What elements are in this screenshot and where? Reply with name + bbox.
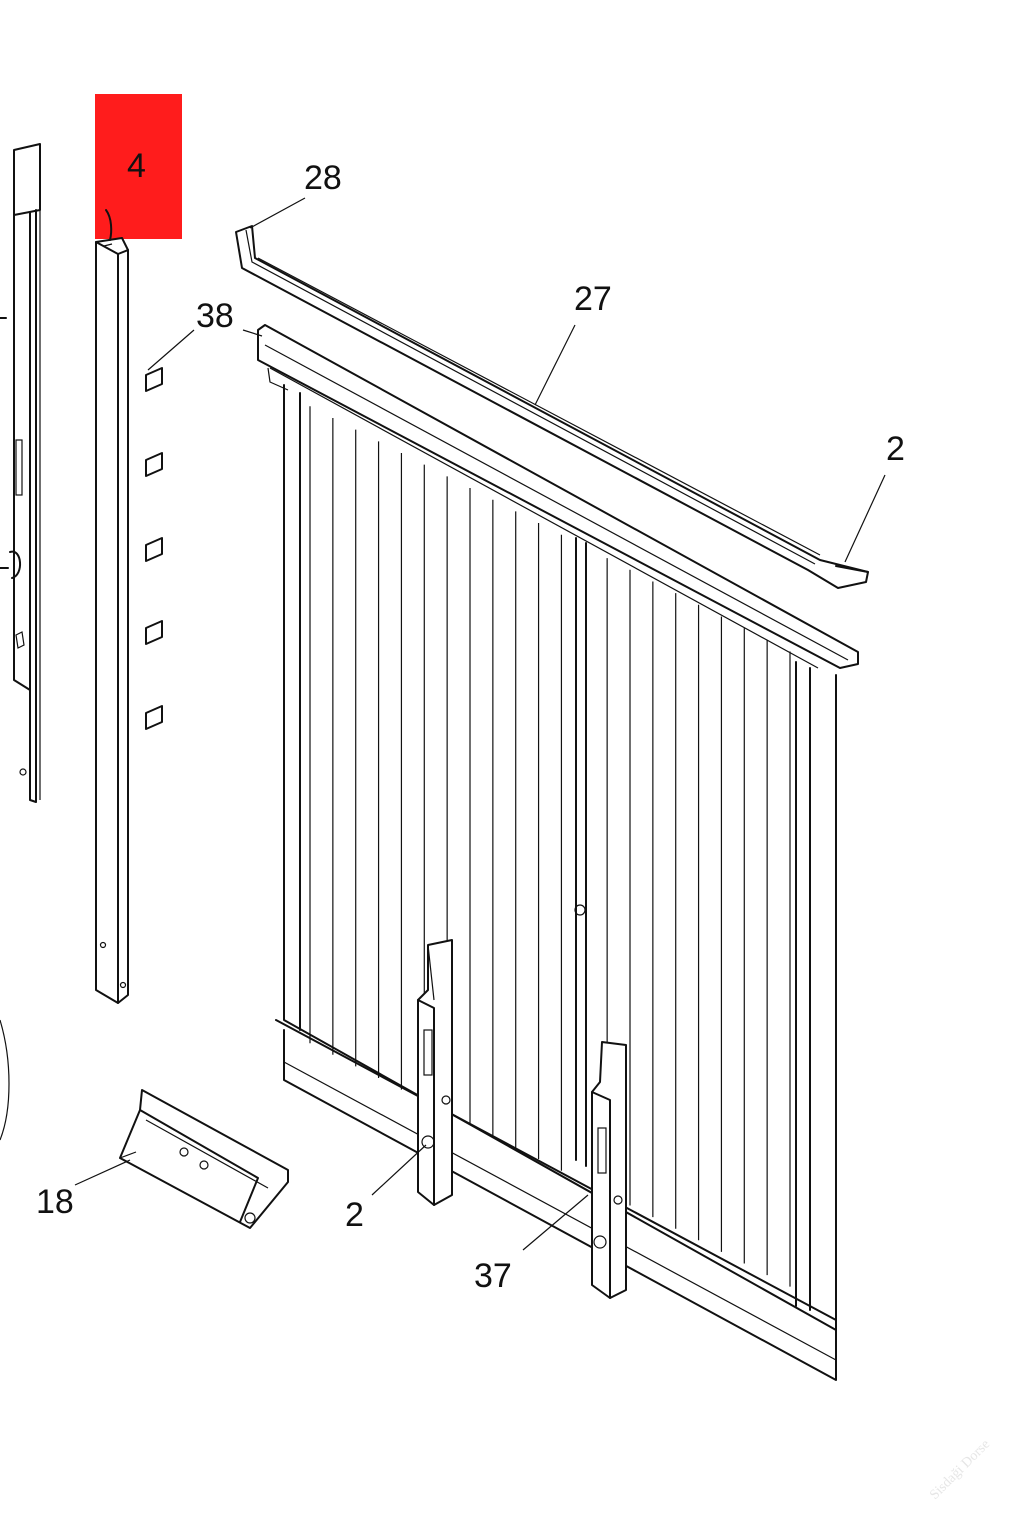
callout-28[interactable]: 28 — [304, 159, 342, 197]
panel-ribs — [309, 406, 791, 1287]
part-27-top-rail[interactable] — [235, 225, 869, 589]
part-18-angle-bracket[interactable] — [119, 1089, 289, 1229]
leader-lines — [0, 197, 886, 1251]
part-38-clips[interactable] — [145, 367, 163, 730]
callout-27[interactable]: 27 — [574, 280, 612, 318]
watermark: Sisdaği Dorse — [927, 1437, 993, 1503]
part-37-center-stake[interactable] — [591, 1041, 627, 1299]
callout-38[interactable]: 38 — [196, 297, 234, 335]
left-side-panel — [0, 143, 41, 803]
callout-18[interactable]: 18 — [36, 1183, 74, 1221]
main-panel-top-beam — [257, 324, 859, 669]
callout-2-bottom[interactable]: 2 — [345, 1196, 364, 1234]
left-stake[interactable] — [417, 939, 453, 1206]
callout-2-top[interactable]: 2 — [886, 430, 905, 468]
callout-37[interactable]: 37 — [474, 1257, 512, 1295]
callout-4[interactable]: 4 — [127, 147, 146, 185]
part-4-vertical-post[interactable] — [95, 209, 129, 1004]
